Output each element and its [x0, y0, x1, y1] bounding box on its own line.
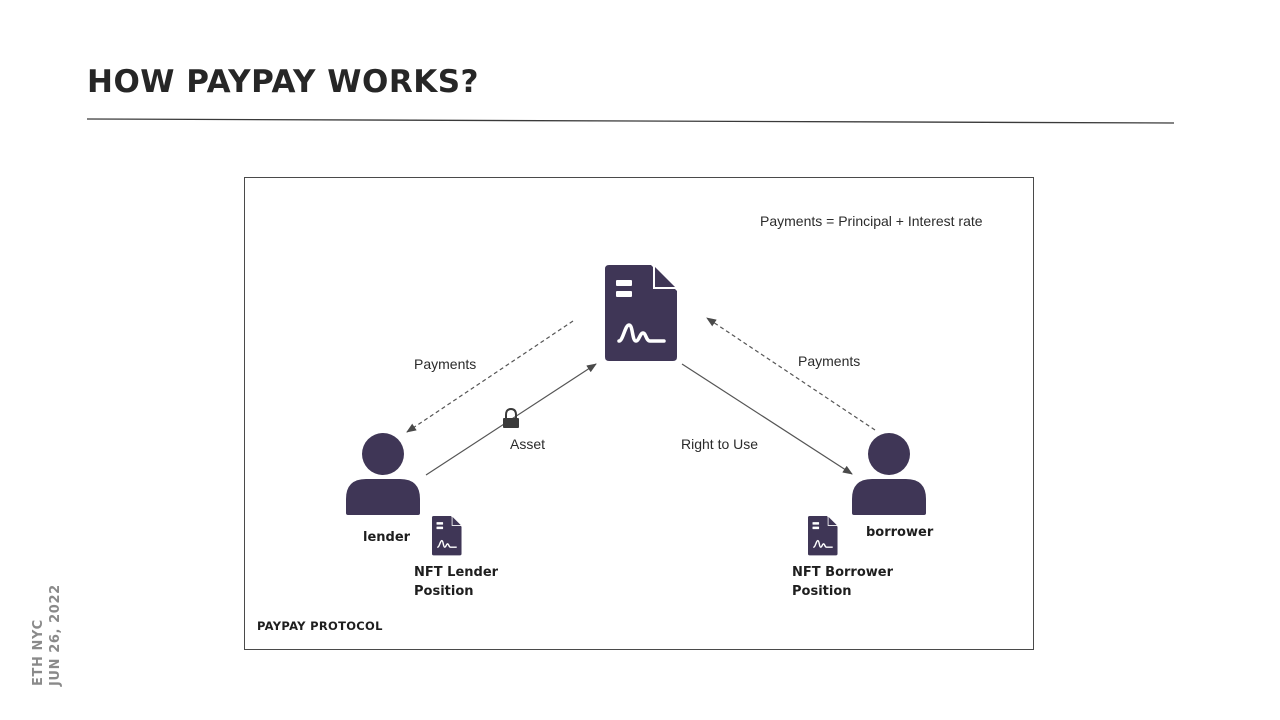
borrower-person-icon	[852, 433, 926, 515]
diagram-frame	[244, 177, 1034, 650]
asset-label: Asset	[510, 436, 545, 452]
payments-right-label: Payments	[798, 353, 860, 369]
page-title: HOW PAYPAY WORKS?	[87, 64, 480, 100]
title-divider	[86, 118, 1175, 124]
nft-borrower-label-line1: NFT Borrower	[792, 565, 894, 580]
nft-lender-label-line2: Position	[414, 584, 474, 599]
payments-left-label: Payments	[414, 356, 476, 372]
nft-lender-document-icon	[431, 515, 463, 557]
borrower-label: borrower	[866, 525, 934, 540]
protocol-label: PAYPAY PROTOCOL	[257, 619, 383, 633]
payments-formula: Payments = Principal + Interest rate	[760, 213, 983, 229]
lender-label: lender	[363, 530, 411, 545]
nft-borrower-document-icon	[807, 515, 839, 557]
padlock-icon	[503, 407, 519, 428]
payments-from-borrower-arrow	[706, 317, 876, 431]
right-to-use-arrow	[681, 363, 853, 475]
nft-lender-label-line1: NFT Lender	[414, 565, 499, 580]
lender-person-icon	[346, 433, 420, 515]
contract-document-icon	[603, 263, 679, 363]
nft-borrower-label-line2: Position	[792, 584, 852, 599]
right-to-use-label: Right to Use	[681, 436, 758, 452]
payments-to-lender-arrow	[406, 320, 574, 433]
